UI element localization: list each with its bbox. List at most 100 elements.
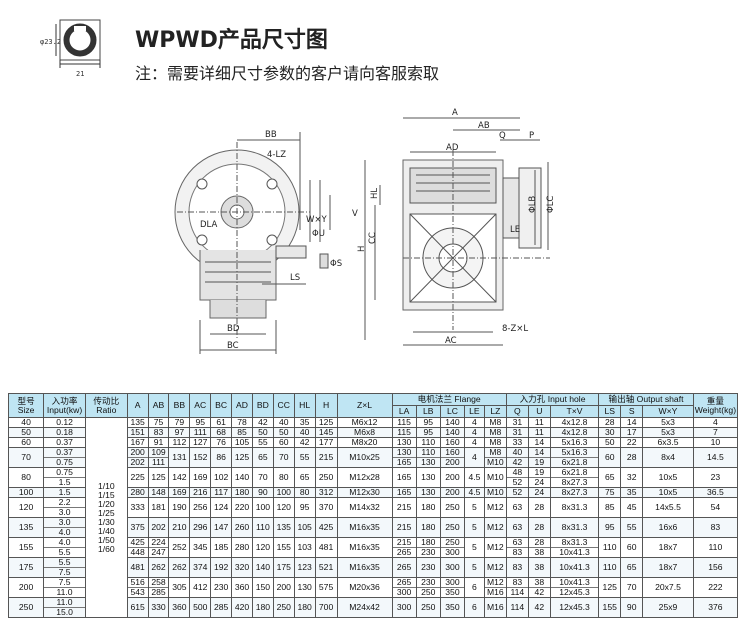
left-view-drawing (174, 132, 331, 354)
cell-ad: 320 (231, 557, 253, 578)
cell-weight: 36.5 (692, 487, 739, 498)
cell-a: 280 (126, 487, 149, 498)
cell-ls: 28 (598, 417, 622, 428)
cell-bb: 262 (168, 557, 191, 578)
label-s: ΦS (330, 259, 342, 269)
cell-q: 31 (505, 417, 529, 428)
cell-le: 5 (464, 497, 485, 518)
cell-lb: 230 (415, 557, 441, 578)
cell-size: 80 (7, 467, 45, 488)
cell-weight: 110 (692, 537, 739, 558)
cell-ls: 155 (598, 597, 622, 618)
cell-power: 0.18 (43, 427, 86, 438)
cell-u: 11 (527, 427, 551, 438)
cell-ls: 110 (598, 537, 622, 558)
cell-s: 45 (620, 497, 644, 518)
cell-weight: 222 (692, 577, 739, 598)
cell-bc: 147 (210, 517, 233, 538)
cell-cc: 135 (272, 517, 295, 538)
cell-s: 32 (620, 467, 644, 488)
right-view-labels: A AB Q P AD HL H CC ΦLB ΦLC LE 8-Z×L AC (357, 108, 556, 346)
cell-hl: 95 (293, 497, 316, 518)
col-u: U (527, 405, 551, 418)
cell-ac: 95 (189, 417, 212, 428)
cell-bb: 252 (168, 537, 191, 558)
cell-la: 215 (391, 497, 417, 518)
label-wxy: W×Y (306, 215, 328, 225)
cell-le: 4.5 (464, 467, 485, 488)
col-lb: LB (415, 405, 441, 418)
col-q: Q (505, 405, 529, 418)
cell-hl: 65 (293, 467, 316, 488)
cell-wxy: 18x7 (642, 537, 694, 558)
cell-la: 165 (391, 467, 417, 488)
cell-zxl: M8x20 (336, 437, 393, 448)
label-4lz: 4-LZ (267, 150, 286, 160)
cell-wxy: 10x5 (642, 467, 694, 488)
cell-wxy: 8x4 (642, 447, 694, 468)
cell-hl: 123 (293, 557, 316, 578)
cell-ls: 50 (598, 437, 622, 448)
label-bb: BB (265, 130, 277, 140)
cell-le: 4.5 (464, 487, 485, 498)
cell-ab: 75 (147, 417, 170, 428)
cell-bb: 142 (168, 467, 191, 488)
cell-bb: 190 (168, 497, 191, 518)
cell-le: 4 (464, 427, 485, 438)
cell-bd: 120 (251, 537, 274, 558)
cell-size: 100 (7, 487, 45, 498)
cell-ab: 202 (147, 517, 170, 538)
right-view-drawing (364, 117, 550, 346)
cell-lb: 95 (415, 427, 441, 438)
cell-wxy: 20x7.5 (642, 577, 694, 598)
cell-weight: 376 (692, 597, 739, 618)
cell-h: 125 (314, 417, 338, 428)
cell-txv: 4x12.8 (549, 417, 600, 428)
cell-ac: 500 (189, 597, 212, 618)
cell-a: 167 (126, 437, 149, 448)
cell-ad: 180 (231, 487, 253, 498)
col-group-input: 入力孔 Input hole (505, 393, 600, 406)
cell-wxy: 14x5.5 (642, 497, 694, 518)
cell-a: 375 (126, 517, 149, 538)
cell-lb: 130 (415, 467, 441, 488)
cell-ls: 75 (598, 487, 622, 498)
label-cc: CC (368, 232, 378, 244)
label-u: ΦU (312, 229, 325, 239)
col-ad: AD (231, 393, 253, 418)
cell-lc: 250 (439, 497, 466, 518)
cell-size: 60 (7, 437, 45, 448)
cell-ls: 110 (598, 557, 622, 578)
cell-s: 17 (620, 427, 644, 438)
cell-cc: 175 (272, 557, 295, 578)
cell-ac: 216 (189, 487, 212, 498)
cell-ab: 83 (147, 427, 170, 438)
cell-q: 52 (505, 487, 529, 498)
cell-ab: 181 (147, 497, 170, 518)
cell-zxl: M14x32 (336, 497, 393, 518)
cell-zxl: M24x42 (336, 597, 393, 618)
cell-power: 0.12 (43, 417, 86, 428)
cell-bb: 97 (168, 427, 191, 438)
cell-txv: 8x31.3 (549, 517, 600, 538)
col-a: A (126, 393, 149, 418)
label-ac: AC (445, 336, 457, 346)
cell-s: 60 (620, 537, 644, 558)
cell-txv: 12x45.3 (549, 597, 600, 618)
